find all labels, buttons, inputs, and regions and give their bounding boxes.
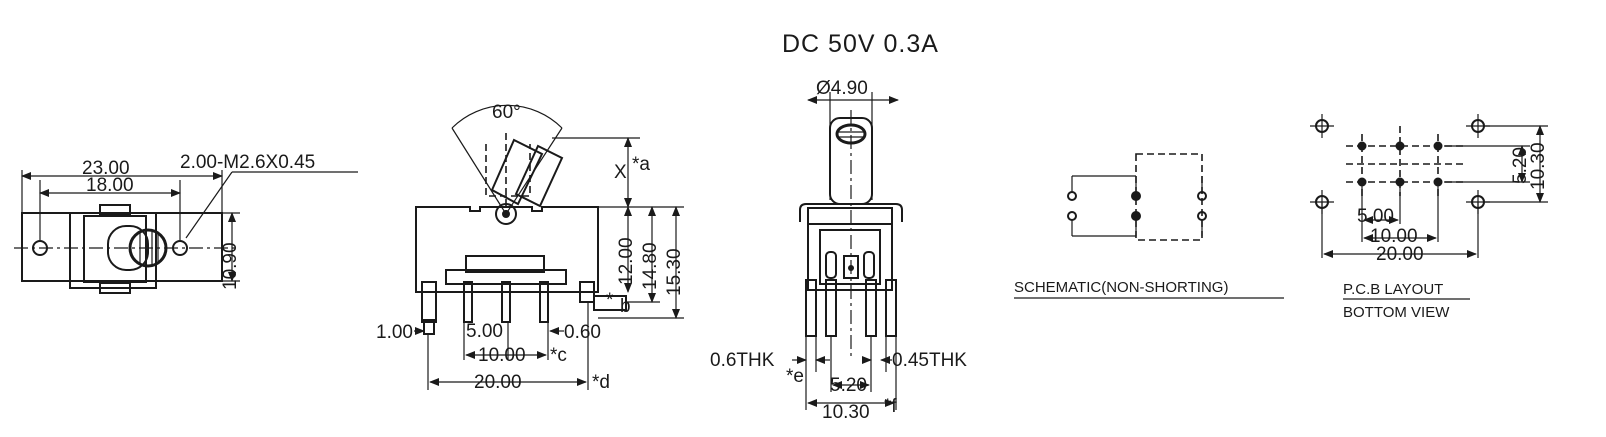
note-c: *c [550,345,567,366]
note-d: *d [592,372,610,393]
dim-dia-4-90: Ø4.90 [816,78,868,99]
dim-thread: 2.00-M2.6X0.45 [180,152,315,173]
side-view: 60° * b X *a 12.00 14 [376,102,685,393]
dim-12: 12.00 [616,237,637,285]
front-view: Ø4.90 0.6THK 0.45THK [710,78,967,423]
dim-10-90: 10.90 [220,242,241,290]
note-a: *a [632,154,650,175]
dim-20-00: 20.00 [474,372,522,393]
dim-x: X [614,162,627,183]
dim-10-30: 10.30 [822,402,870,423]
pcb-dim-5-00: 5.00 [1357,206,1394,227]
pcb-bottom-view-label: BOTTOM VIEW [1343,304,1450,321]
note-b-star: * [606,290,614,311]
note-e: *e [786,366,804,387]
dim-23: 23.00 [82,158,130,179]
pcb-dim-20-00: 20.00 [1376,244,1424,265]
pcb-dim-5-20: 5.20 [1510,147,1531,184]
dim-5-20: 5.20 [830,375,867,396]
dim-0-6-thk: 0.6THK [710,350,775,371]
dim-14-80: 14.80 [640,242,661,290]
schematic-label: SCHEMATIC(NON-SHORTING) [1014,279,1228,296]
dim-10-00: 10.00 [478,345,526,366]
dim-0-45-thk: 0.45THK [892,350,967,371]
angle-60: 60° [492,102,521,123]
dim-18: 18.00 [86,175,134,196]
dim-15-30: 15.30 [664,248,685,296]
dim-1-00: 1.00 [376,322,413,343]
dim-5-00: 5.00 [466,321,503,342]
pcb-dim-10-00: 10.00 [1370,226,1418,247]
rating-title: DC 50V 0.3A [782,30,939,58]
note-b: b [620,296,631,317]
top-view: 23.00 18.00 2.00-M2.6X0.45 10.90 [14,152,358,294]
schematic: SCHEMATIC(NON-SHORTING) [1014,153,1284,299]
pcb-label: P.C.B LAYOUT [1343,281,1443,298]
dim-0-60: 0.60 [564,322,601,343]
pcb-dim-10-30: 10.30 [1528,142,1549,190]
pcb-layout: 5.20 10.30 5.00 10.00 20.00 P.C.B LAYOUT… [1310,114,1549,321]
note-f: *f [884,396,897,417]
